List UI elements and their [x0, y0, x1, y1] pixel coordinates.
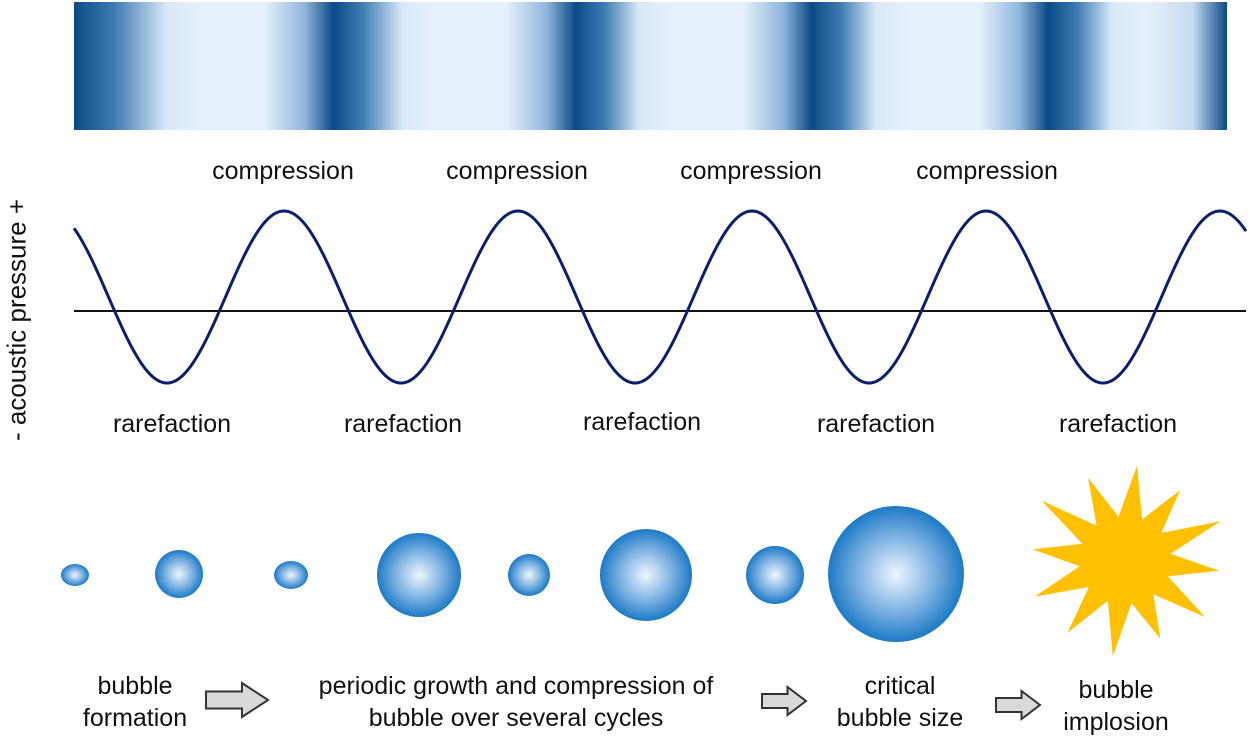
rarefaction-label: rarefaction [343, 410, 463, 438]
bubble-sequence [61, 506, 964, 642]
step-line: formation [82, 704, 188, 732]
step-line: critical [864, 672, 936, 700]
bubble [508, 554, 550, 596]
rarefaction-label: rarefaction [1058, 410, 1178, 438]
step-bubble-implosion: bubble implosion [1063, 674, 1169, 738]
y-axis-label: - acoustic pressure + [1, 198, 32, 442]
step-bubble-formation: bubble formation [83, 670, 187, 734]
rarefaction-label: rarefaction [582, 408, 702, 436]
right-arrow-icon [761, 684, 808, 718]
bubble [61, 564, 89, 586]
step-critical-size: critical bubble size [837, 670, 963, 734]
right-arrow-icon [995, 688, 1042, 722]
compression-label: compression [916, 157, 1058, 185]
pressure-band [74, 2, 1227, 130]
bubble [600, 529, 692, 621]
step-line: bubble [1078, 676, 1154, 704]
step-periodic-growth: periodic growth and compression of bubbl… [319, 670, 714, 734]
progression-arrows [205, 681, 1042, 722]
rarefaction-label: rarefaction [112, 410, 232, 438]
compression-label: compression [212, 157, 354, 185]
bubble [828, 506, 964, 642]
right-arrow-icon [205, 681, 270, 719]
rarefaction-label: rarefaction [816, 410, 936, 438]
compression-label: compression [446, 157, 588, 185]
acoustic-pressure-wave [72, 209, 1248, 385]
compression-label: compression [680, 157, 822, 185]
step-line: bubble size [836, 704, 964, 732]
implosion-star-icon [1032, 465, 1221, 657]
bubble [274, 561, 308, 589]
bubble [377, 533, 461, 617]
bubble [155, 550, 203, 598]
step-line: periodic growth and compression of [318, 672, 714, 700]
bubble [746, 546, 804, 604]
step-line: bubble [97, 672, 173, 700]
step-line: bubble over several cycles [368, 704, 664, 732]
step-line: implosion [1063, 708, 1169, 736]
